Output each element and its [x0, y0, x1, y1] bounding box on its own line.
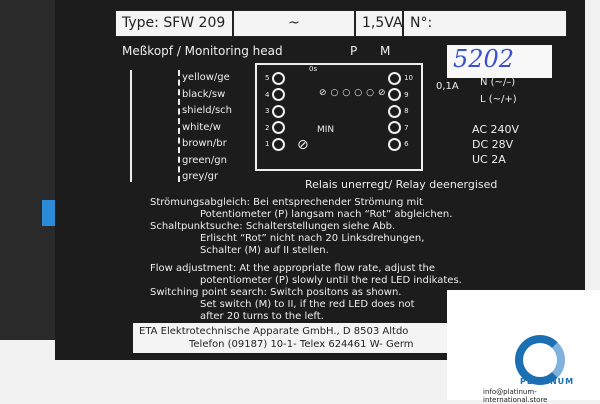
instruction-line: Erlischt “Rot” nicht nach 20 Linksdrehun… [200, 233, 425, 244]
instruction-line: Set switch (M) to II, if the red LED doe… [200, 299, 415, 310]
terminal-number: 7 [404, 123, 409, 132]
wire-label: shield/sch [182, 105, 233, 116]
led-row-icon: ⊘○○○○⊘ [319, 88, 390, 98]
terminal-icon [388, 137, 402, 151]
terminal-icon [388, 88, 402, 102]
terminal-number: 1 [265, 140, 270, 148]
terminal-number: 10 [404, 74, 413, 82]
power-field: 1,5VA [356, 11, 404, 36]
instruction-line: Strömungsabgleich: Bei entsprechender St… [150, 197, 423, 208]
instruction-line: Schalter (M) auf II stellen. [200, 245, 329, 256]
switch-label: M [380, 44, 391, 58]
output-l: L (~/+) [480, 94, 517, 105]
wire-label: grey/gr [182, 171, 219, 182]
instruction-line: Schaltpunktsuche: Schalterstellungen sie… [150, 221, 396, 232]
handwritten-note: 5202 [447, 45, 552, 78]
instruction-line: Flow adjustment: At the appropriate flow… [150, 263, 435, 274]
terminal-icon [388, 104, 402, 118]
type-field: Type: SFW 209 [116, 11, 234, 36]
instruction-line: after 20 turns to the left. [200, 311, 324, 322]
manufacturer-strip: ETA Elektrotechnische Apparate GmbH., D … [133, 323, 451, 353]
terminal-number: 8 [404, 107, 409, 115]
terminal-icon [272, 121, 286, 135]
section-title: Meßkopf / Monitoring head [122, 44, 283, 58]
rating: DC 28V [472, 138, 514, 151]
wire-label: green/gn [182, 154, 227, 166]
type-plate: Type: SFW 209 ~ 1,5VA N°: [115, 10, 567, 37]
terminal-icon [272, 137, 286, 151]
min-label: MIN [317, 125, 335, 135]
platinum-logo-icon [515, 335, 565, 385]
terminal-icon [272, 88, 286, 102]
rating: UC 2A [472, 153, 506, 166]
brand-email: info@platinum-international.store [483, 388, 548, 404]
pot-label: P [350, 44, 358, 58]
instruction-line: Switching point search: Switch positons … [150, 287, 402, 298]
number-field: N°: [410, 15, 433, 31]
wire-label: black/sw [182, 88, 226, 100]
manufacturer: ETA Elektrotechnische Apparate GmbH., D … [139, 326, 409, 337]
wire-list: yellow/ge black/sw shield/sch white/w br… [182, 70, 232, 186]
terminal-number: 9 [404, 90, 409, 99]
output-n: N (~/–) [480, 77, 516, 88]
terminal-icon [272, 104, 286, 118]
wire-label: white/w [182, 121, 221, 133]
terminal-diagram: 5 4 3 2 1 0s ⊘○○○○⊘ MIN ⊘ 10 9 8 7 6 [255, 63, 423, 171]
voltage-field: ~ [234, 11, 356, 36]
blue-tab [42, 200, 58, 226]
cable-drawing [130, 70, 180, 182]
terminal-number: 6 [404, 140, 409, 148]
instructions-en: Flow adjustment: At the appropriate flow… [150, 263, 462, 323]
terminal-number: 3 [265, 107, 270, 115]
instructions-de: Strömungsabgleich: Bei entsprechender St… [150, 197, 452, 257]
instruction-line: potentiometer (P) slowly until the red L… [200, 275, 462, 286]
brand-name: PLATINUM [520, 377, 575, 386]
terminal-icon [272, 71, 286, 85]
terminal-icon [388, 121, 402, 135]
terminal-number: 4 [265, 90, 270, 99]
instruction-line: Potentiometer (P) langsam nach “Rot” abg… [200, 209, 453, 220]
terminal-number: 2 [265, 123, 270, 132]
wire-label: brown/br [182, 138, 227, 149]
ratings: AC 240V DC 28V UC 2A [472, 122, 519, 167]
contact: Telefon (09187) 10-1- Telex 624461 W- Ge… [189, 339, 414, 350]
terminal-number: 5 [265, 74, 270, 82]
adjust-knob-icon: ⊘ [297, 137, 309, 153]
wire-label: yellow/ge [182, 72, 230, 83]
rating: AC 240V [472, 123, 520, 136]
relay-caption: Relais unerregt/ Relay deenergised [305, 178, 498, 191]
fuse-label: 0,1A [436, 81, 459, 92]
os-label: 0s [309, 65, 318, 73]
terminal-icon [388, 71, 402, 85]
